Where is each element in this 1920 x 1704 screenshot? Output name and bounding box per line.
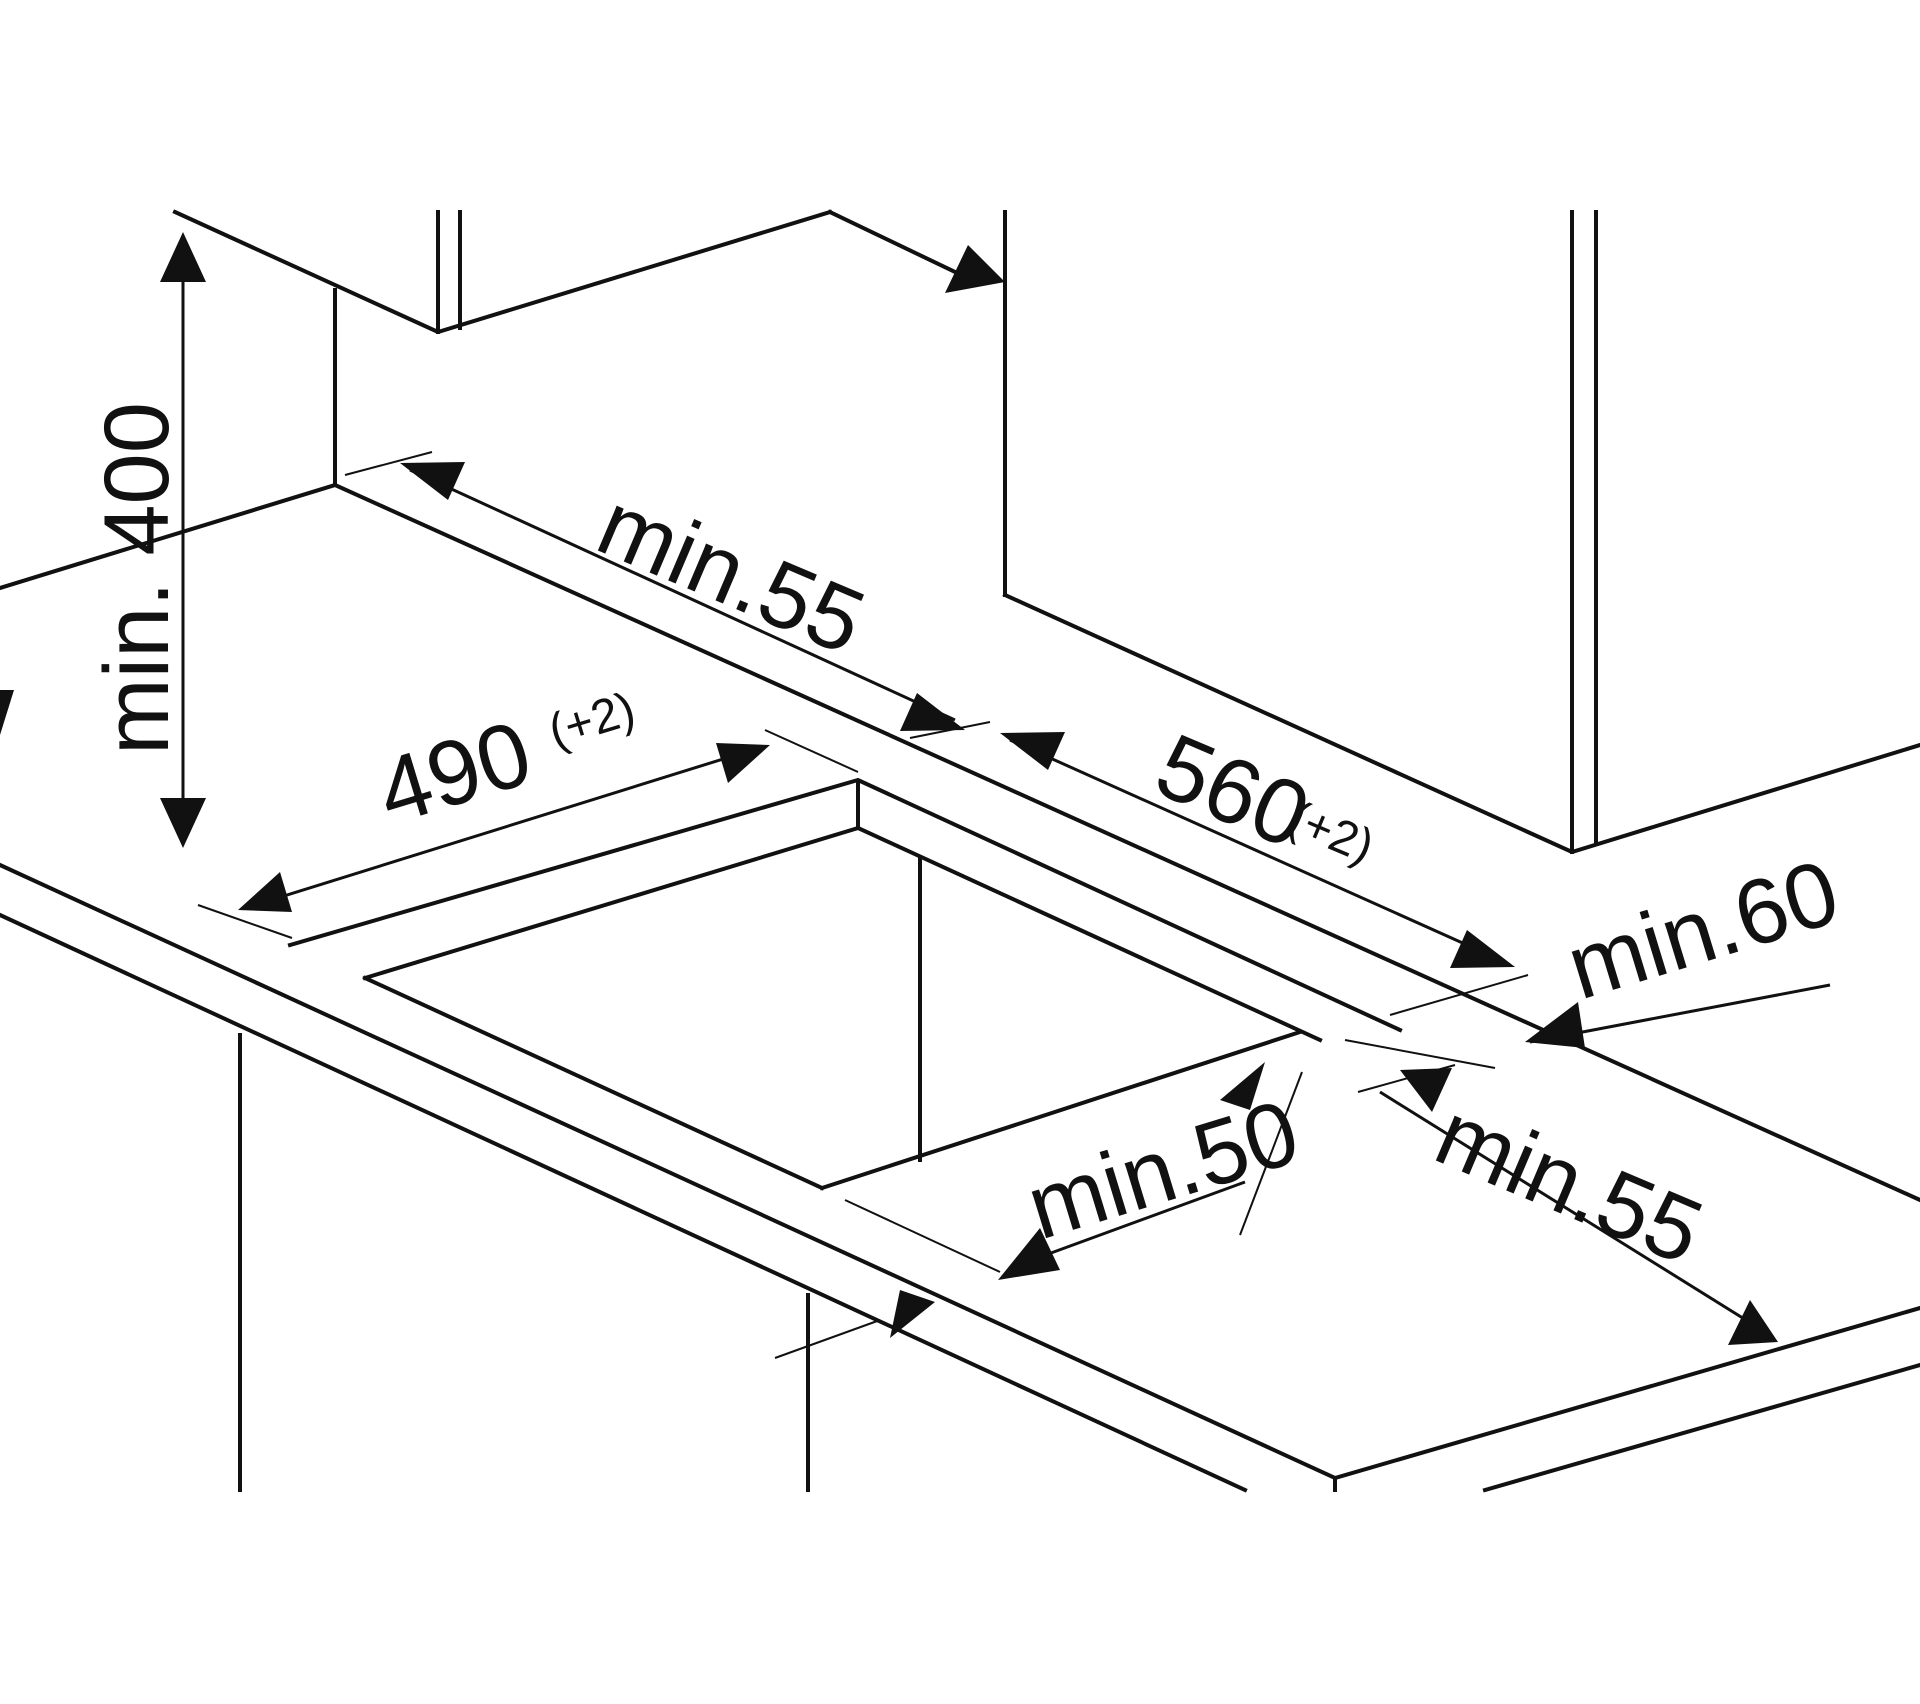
cutout xyxy=(287,777,1403,1191)
arrow-height-bottom xyxy=(160,798,206,848)
arrow-width-left xyxy=(1000,732,1065,770)
arrow-back-left-a xyxy=(400,462,465,500)
arrow-width-right xyxy=(1450,930,1515,968)
label-cutout-width-tol: (+2) xyxy=(1281,791,1382,874)
arrow-right-a xyxy=(1400,1068,1452,1112)
worktop-back-edge xyxy=(332,482,1920,1203)
cabinet-top-edge xyxy=(827,209,958,275)
worktop-front-bottom-edge xyxy=(0,912,1248,1493)
arrow-lower-front xyxy=(890,1290,935,1338)
right-cabinet-bottom xyxy=(1002,592,1920,855)
label-front-min: min.50 xyxy=(1016,1081,1310,1259)
worktop xyxy=(0,482,1920,1493)
labels: min. 400 min.55 490 (+2) 560 (+2) min.60… xyxy=(86,402,1850,1284)
dim-back-left xyxy=(409,468,956,722)
cutout-inner-right xyxy=(855,825,1323,1043)
dim-cutout-width xyxy=(1009,738,1506,964)
arrow-back-left-b xyxy=(900,693,965,731)
label-right-min: min.55 xyxy=(1422,1083,1716,1285)
label-back-min: min.55 xyxy=(584,473,878,675)
worktop-front-top-edge xyxy=(0,862,1338,1481)
arrowheads xyxy=(0,232,1778,1345)
arrow-height-top xyxy=(160,232,206,282)
arrow-right-b xyxy=(1728,1300,1778,1345)
worktop-right-lower xyxy=(1482,1362,1920,1493)
dim-cutout-depth xyxy=(254,748,753,907)
extension-lines xyxy=(197,451,1529,1359)
cutout-bottom-front xyxy=(819,1029,1303,1191)
arrow-side xyxy=(1525,1002,1585,1048)
worktop-right-front xyxy=(1332,1305,1920,1481)
upper-cabinets xyxy=(172,209,1920,855)
arrow-depth-right xyxy=(716,743,770,783)
cutout-left-depth xyxy=(362,975,825,1191)
label-cutout-depth-tol: (+2) xyxy=(543,682,641,758)
worktop-back-left xyxy=(0,482,338,591)
label-side-min: min.60 xyxy=(1556,841,1850,1019)
arrow-left-edge xyxy=(0,690,14,735)
arrow-front xyxy=(998,1228,1060,1280)
label-height-min: min. 400 xyxy=(86,402,188,755)
left-cabinet-bottom xyxy=(172,209,833,335)
arrow-cutout-front xyxy=(1220,1062,1265,1110)
arrow-depth-left xyxy=(238,872,292,912)
arrow-top-right xyxy=(945,245,1005,293)
dim-right xyxy=(1379,1090,1771,1337)
lower-cabinet xyxy=(238,1033,810,1492)
